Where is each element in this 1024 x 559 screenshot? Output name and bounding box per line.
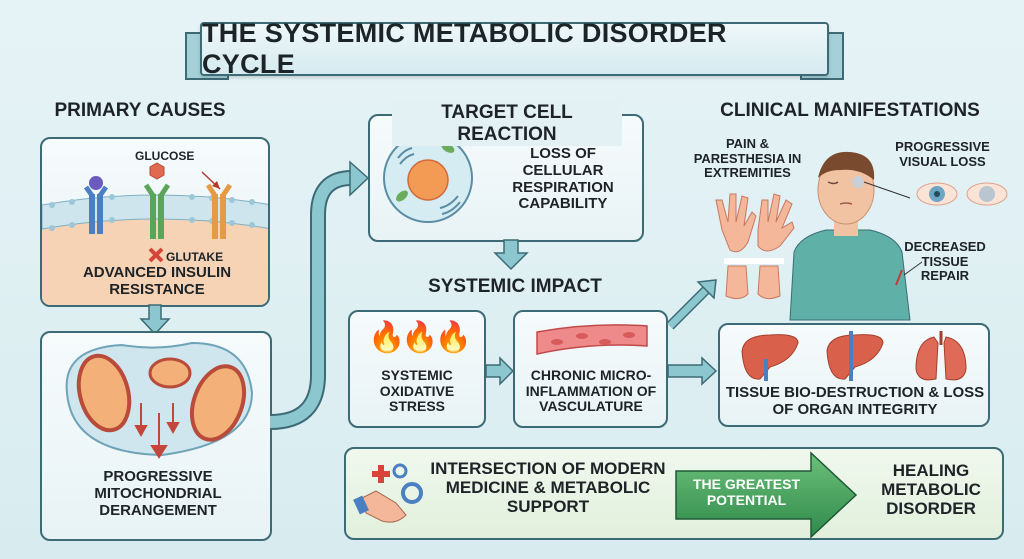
handshake-icon — [359, 490, 407, 523]
organ-integrity-label: TISSUE BIO-DESTRUCTION & LOSS OF ORGAN I… — [725, 384, 985, 418]
handshake-gears-icon — [353, 463, 423, 523]
title-banner: THE SYSTEMIC METABOLIC DISORDER CYCLE — [200, 18, 829, 79]
feet-icon — [725, 265, 781, 300]
cloudy-eye-icon — [966, 182, 1008, 206]
patient-figure — [789, 151, 911, 321]
lungs-icon — [915, 331, 967, 381]
mitochondria-illustration — [65, 341, 254, 459]
liver-icon — [741, 334, 799, 381]
nucleus-icon — [407, 159, 449, 201]
mitochondrial-box: PROGRESSIVE MITOCHONDRIAL DERANGEMENT — [40, 331, 272, 541]
blocked-x-icon — [148, 247, 164, 263]
intersection-label: INTERSECTION OF MODERN MEDICINE & METABO… — [430, 459, 666, 517]
mitochondrion-icon — [76, 353, 132, 433]
greatest-potential-arrow — [675, 451, 858, 539]
pain-paresthesia-label: PAIN & PARESTHESIA IN EXTREMITIES — [693, 136, 802, 181]
primary-causes-heading: PRIMARY CAUSES — [54, 100, 226, 121]
systemic-impact-heading: SYSTEMIC IMPACT — [428, 276, 602, 297]
greatest-potential-label: THE GREATEST POTENTIAL — [692, 476, 801, 508]
patient-illustration — [715, 151, 923, 321]
arrow-right-2 — [667, 356, 718, 386]
cell-membrane-illustration — [42, 162, 268, 305]
visual-loss-label: PROGRESSIVE VISUAL LOSS — [895, 139, 990, 169]
cloudy-eye-icon — [852, 176, 864, 188]
inflammation-label: CHRONIC MICRO- INFLAMMATION OF VASCULATU… — [525, 367, 657, 415]
wound-icon — [895, 269, 903, 286]
page-title: THE SYSTEMIC METABOLIC DISORDER CYCLE — [202, 18, 727, 79]
insulin-resistance-box: GLUCOSE GLUTAKE ADVANCED INSULIN RESISTA… — [40, 137, 270, 307]
organs-illustration — [741, 331, 967, 381]
eyes-illustration — [916, 182, 1008, 206]
arrow-down-1 — [139, 304, 171, 336]
tissue-repair-label: DECREASED TISSUE REPAIR — [904, 239, 986, 284]
gear-icon — [401, 482, 423, 504]
organ-integrity-box: TISSUE BIO-DESTRUCTION & LOSS OF ORGAN I… — [718, 323, 990, 427]
mitochondrion-icon — [189, 364, 247, 442]
glutake-label: GLUTAKE — [166, 250, 224, 264]
arrow-right-1 — [485, 356, 515, 386]
healing-bar: INTERSECTION OF MODERN MEDICINE & METABO… — [344, 447, 1004, 540]
arrow-up-right — [666, 279, 717, 330]
fire-icons: 🔥🔥🔥 — [368, 321, 472, 354]
receptor-blue-icon — [83, 176, 109, 234]
blood-vessel-icon — [536, 324, 648, 355]
receptor-orange-icon — [205, 183, 233, 239]
receptor-green-icon — [143, 162, 171, 239]
cell-illustration — [383, 133, 473, 223]
oxidative-stress-box: 🔥🔥🔥 SYSTEMIC OXIDATIVE STRESS — [348, 310, 486, 428]
hands-icon — [715, 193, 795, 253]
mitochondrial-label: PROGRESSIVE MITOCHONDRIAL DERANGEMENT — [94, 468, 222, 519]
insulin-resistance-label: ADVANCED INSULIN RESISTANCE — [82, 264, 232, 298]
healing-label: HEALING METABOLIC DISORDER — [881, 461, 981, 519]
glucose-label: GLUCOSE — [135, 149, 195, 163]
mitochondrion-icon — [148, 357, 192, 389]
arrow-down-2 — [493, 239, 529, 271]
inflammation-box: CHRONIC MICRO- INFLAMMATION OF VASCULATU… — [513, 310, 668, 428]
clinical-heading: CLINICAL MANIFESTATIONS — [720, 100, 980, 121]
curved-arrow-to-cell — [269, 160, 370, 430]
gear-icon — [392, 463, 408, 479]
medical-cross-icon — [372, 465, 390, 483]
target-cell-heading: TARGET CELL REACTION — [392, 102, 622, 146]
liver-icon — [826, 331, 884, 381]
cellular-respiration-label: LOSS OF CELLULAR RESPIRATION CAPABILITY — [512, 145, 614, 213]
decline-arrows-icon — [134, 403, 180, 459]
eye-icon — [916, 182, 958, 206]
oxidative-stress-label: SYSTEMIC OXIDATIVE STRESS — [379, 367, 455, 415]
